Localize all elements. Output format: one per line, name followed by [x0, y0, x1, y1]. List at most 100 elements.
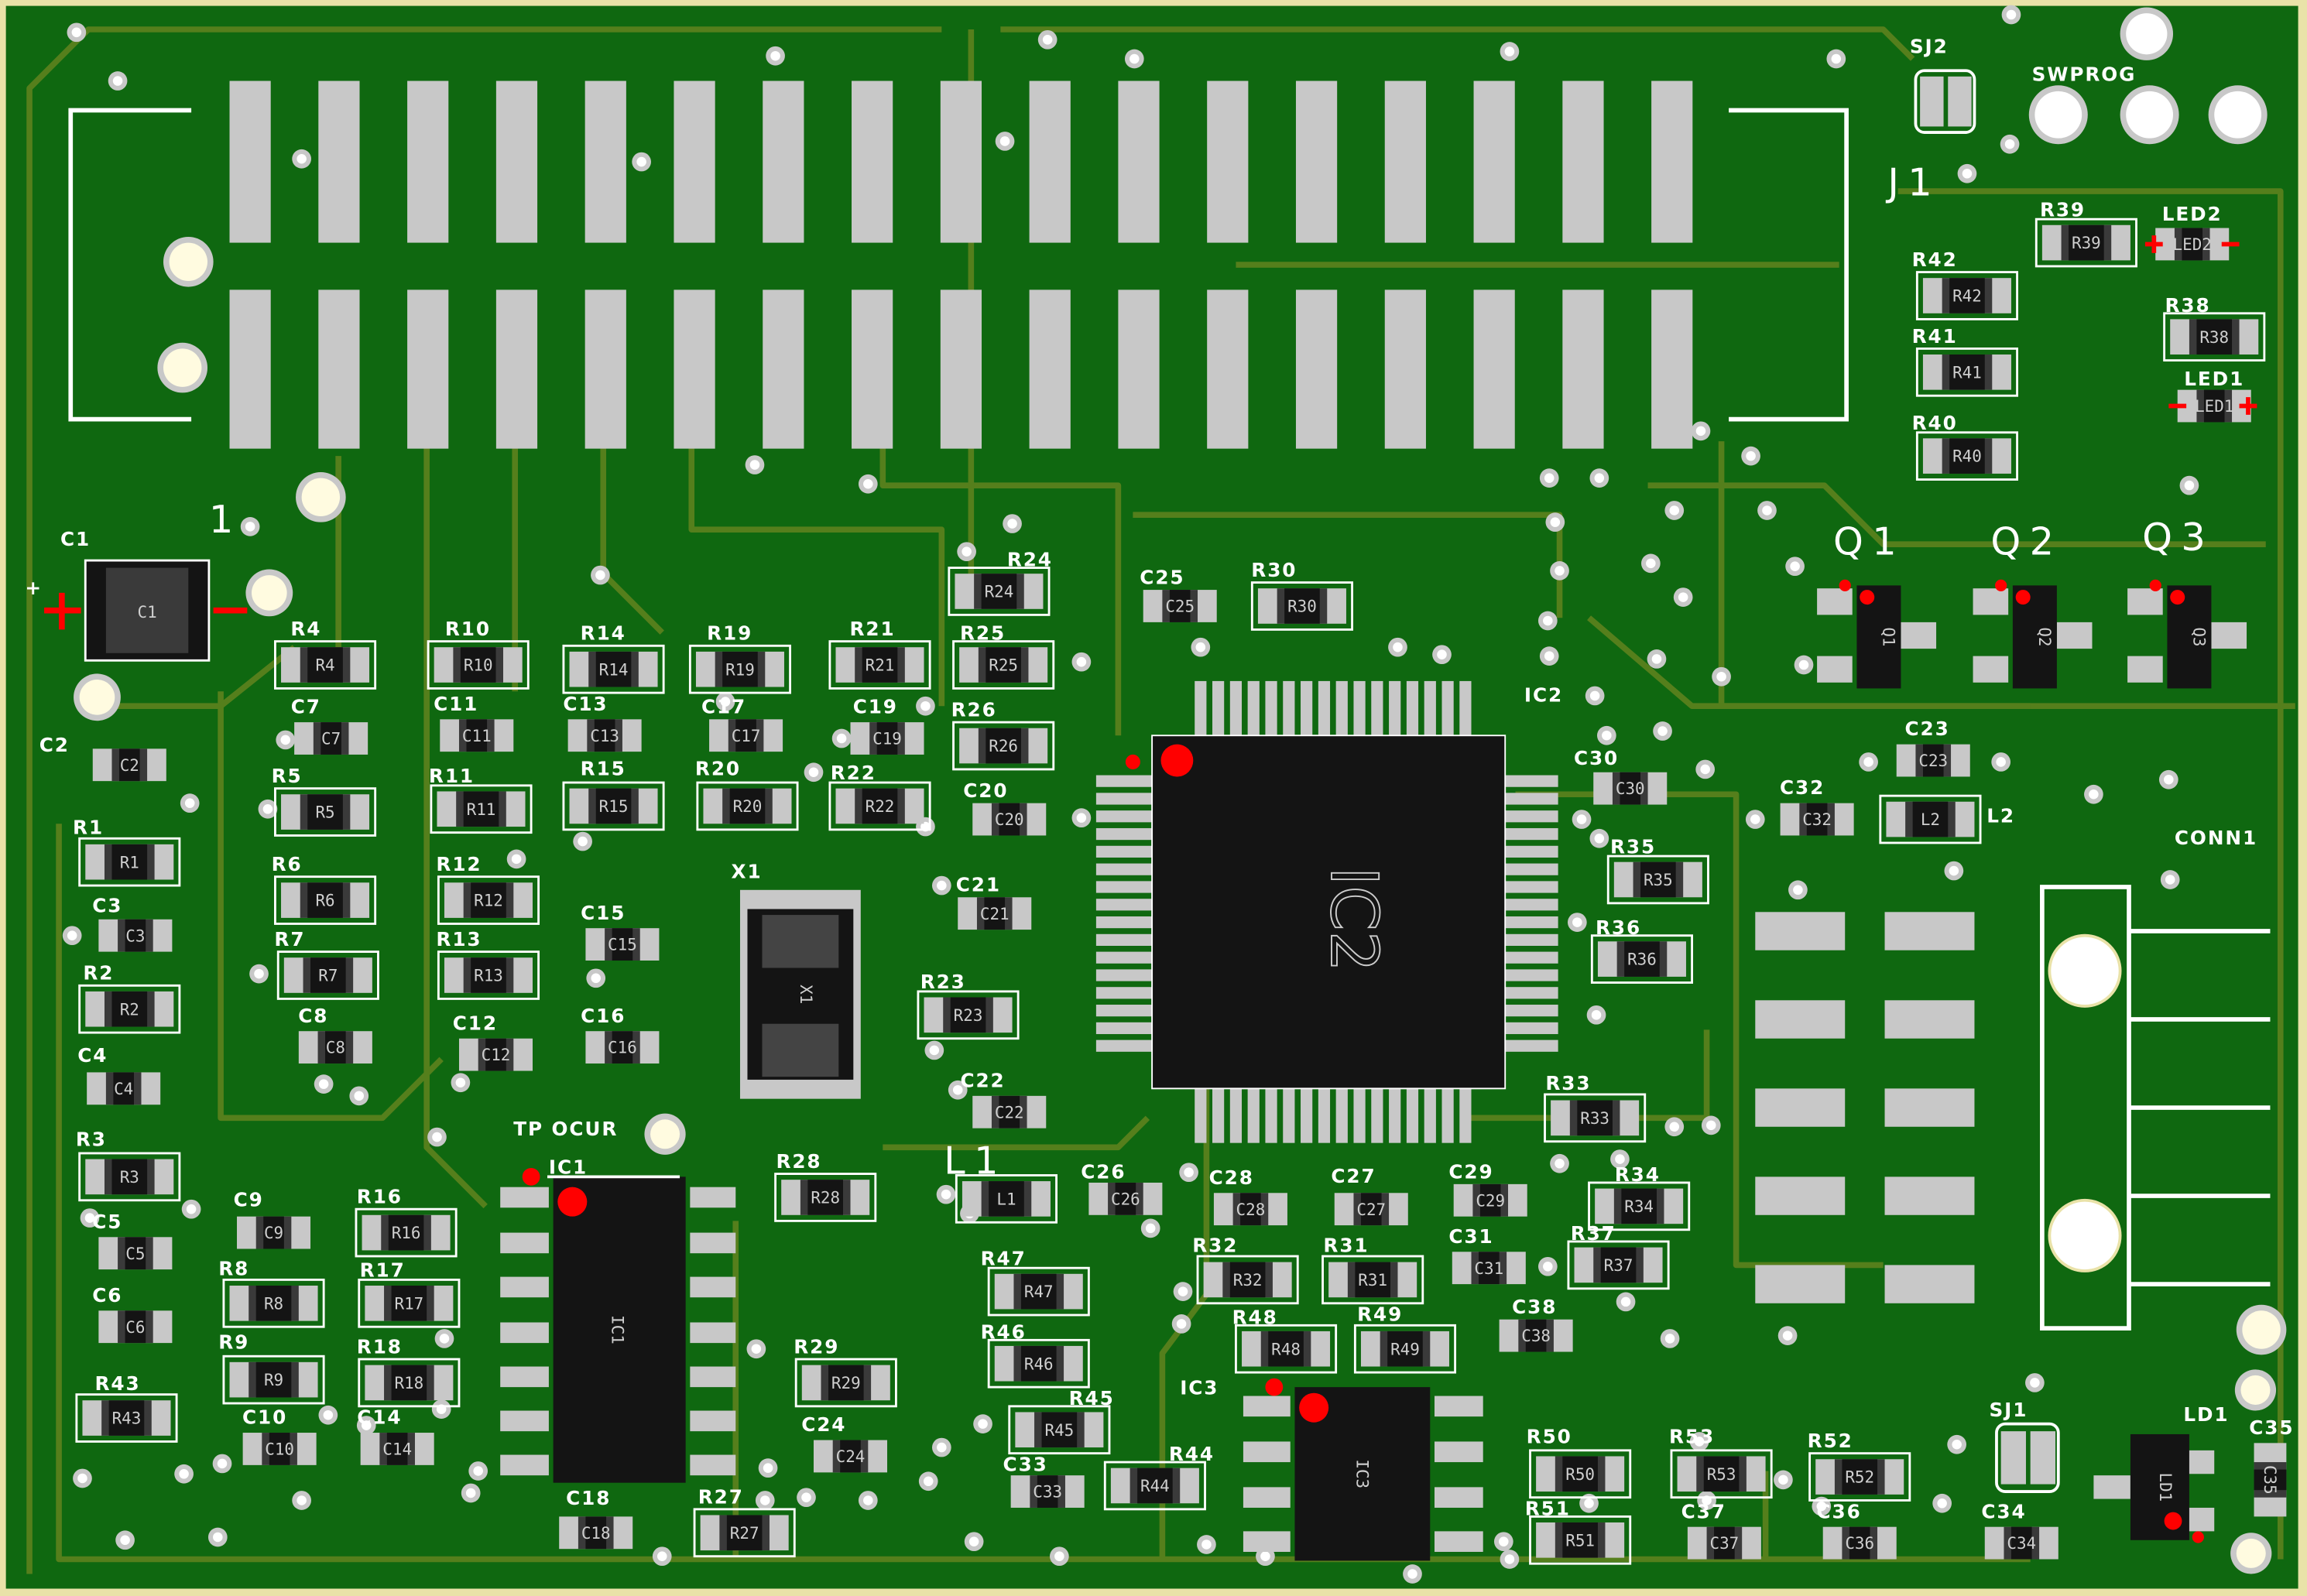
- component-body: [269, 1433, 290, 1465]
- component-body-text: C26: [1111, 1190, 1140, 1208]
- conn1-pad: [1755, 1088, 1846, 1127]
- component-label: R26: [951, 699, 997, 721]
- component-body-text: R21: [866, 656, 895, 675]
- component-label: C18: [566, 1487, 611, 1509]
- ic2-pin: [1353, 1088, 1366, 1143]
- component-label: C7: [291, 696, 321, 718]
- component-label: C25: [1140, 566, 1184, 588]
- conn1-leads: [2129, 929, 2271, 1286]
- conn1-pad: [1755, 1176, 1846, 1215]
- ic2-pin: [1318, 1088, 1331, 1143]
- via-drill: [1042, 35, 1053, 45]
- component-label: R48: [1232, 1306, 1278, 1328]
- component-body-text: C32: [1802, 810, 1832, 829]
- component-body-text: C34: [2007, 1534, 2036, 1553]
- j1-pad: [318, 80, 360, 243]
- component-label: C9: [234, 1188, 264, 1211]
- component-outline: [2034, 217, 2137, 268]
- via-drill: [439, 1334, 450, 1344]
- component-body-text: R20: [733, 797, 763, 816]
- component-body-text: C21: [980, 905, 1010, 923]
- via-drill: [1076, 656, 1087, 667]
- component-label: C13: [563, 693, 608, 715]
- pin1-dot: [1839, 579, 1851, 591]
- via-drill: [1790, 561, 1800, 571]
- sj2-pad: [1920, 76, 1944, 127]
- via-drill: [361, 1420, 372, 1430]
- transistor-pad: [1901, 622, 1937, 649]
- ic2-pin: [1095, 863, 1153, 875]
- j1-pad: [1029, 289, 1071, 449]
- component-label: R19: [707, 622, 752, 645]
- component-body: [1479, 1183, 1501, 1217]
- ld1-pin1-dot: [2192, 1531, 2204, 1543]
- c1-plus-label: +: [25, 577, 43, 599]
- via-drill: [1996, 757, 2006, 767]
- component-outline: [1590, 934, 1693, 984]
- component-label: R52: [1808, 1430, 1853, 1452]
- ic2-pin: [1505, 810, 1558, 823]
- component-outline: [273, 640, 377, 690]
- component-body-text: C35: [2261, 1465, 2279, 1495]
- component-body: [1600, 1247, 1637, 1283]
- pin1-dot: [2149, 579, 2161, 591]
- sj2-outline: [1914, 69, 1976, 134]
- component-outline: [952, 640, 1055, 690]
- component-body-text: R6: [315, 892, 334, 910]
- via-drill: [1949, 865, 1959, 876]
- component-label: R12: [436, 853, 482, 875]
- conn1-pad: [1884, 1088, 1975, 1127]
- ic2-pin: [1229, 1088, 1243, 1143]
- component-label: R35: [1610, 835, 1656, 858]
- transistor-pad: [2127, 588, 2163, 615]
- ic1-label: IC1: [549, 1156, 588, 1179]
- via-drill: [595, 570, 605, 581]
- component-body: [876, 722, 898, 755]
- component-body: [585, 1516, 607, 1550]
- transistor-pad: [2211, 622, 2247, 649]
- ic2-pin: [1505, 969, 1558, 981]
- j1-pad: [1029, 80, 1071, 243]
- conn1-pad: [1755, 1265, 1846, 1303]
- via-drill: [245, 522, 255, 532]
- component-body-text: R44: [1140, 1477, 1170, 1495]
- component-label: R9: [218, 1331, 249, 1354]
- component-label: R4: [290, 618, 321, 640]
- component-label: C15: [581, 902, 626, 924]
- via-drill: [770, 50, 780, 61]
- ic2-pin: [1195, 680, 1207, 736]
- ic2-pin: [1229, 680, 1243, 736]
- conn1-pad: [1884, 1176, 1975, 1215]
- via-drill: [808, 767, 819, 778]
- via-drill: [1504, 1554, 1515, 1564]
- component-label: R50: [1527, 1425, 1572, 1447]
- component-body: [1137, 1468, 1173, 1504]
- component-label: C31: [1448, 1225, 1493, 1248]
- component-body-text: C29: [1476, 1191, 1505, 1210]
- j1-pad: [318, 289, 360, 449]
- ic2-pin: [1095, 1022, 1153, 1035]
- via-drill: [720, 697, 731, 707]
- component-body-text: R26: [989, 737, 1018, 755]
- component-label: R22: [831, 762, 876, 784]
- via-drill: [1544, 651, 1555, 661]
- component-body-text: R49: [1390, 1340, 1420, 1358]
- ic2-pin: [1095, 775, 1153, 787]
- component-label: R14: [581, 622, 626, 645]
- via-drill: [1694, 1437, 1705, 1447]
- pin1-marker: [2015, 590, 2031, 605]
- crystal-x1: X1 X1: [732, 861, 861, 1099]
- component-label: C30: [1574, 747, 1619, 769]
